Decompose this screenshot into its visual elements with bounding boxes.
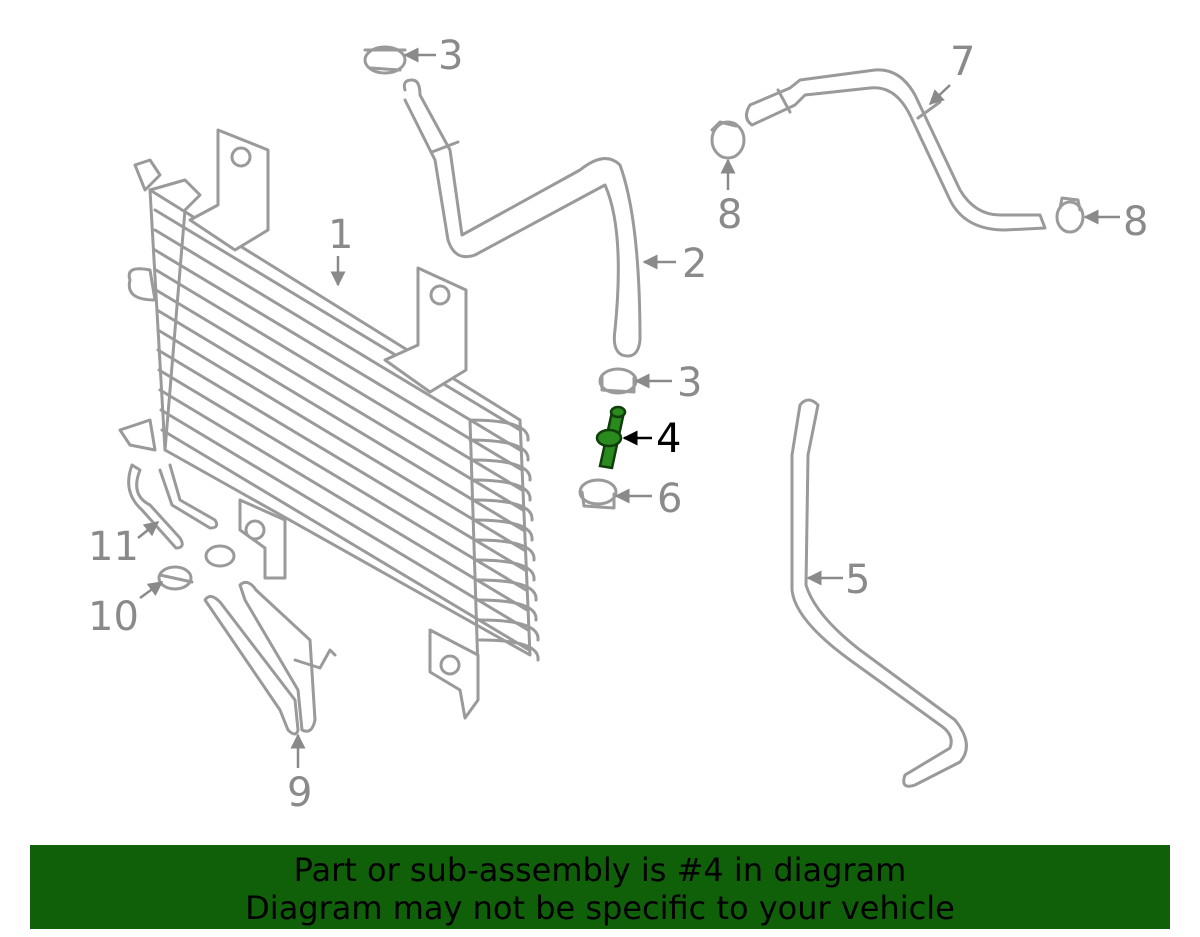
- callout-1: 1: [328, 212, 353, 258]
- connector-part-4: [595, 405, 627, 470]
- hose-part-5: [790, 398, 968, 788]
- callout-3-middle: 3: [677, 360, 702, 406]
- clamp-part-8-right: [1055, 196, 1085, 234]
- callout-labels: 1 2 3 3 4 6 5 7 8 8 9 10 11: [88, 33, 1148, 816]
- callout-8-right: 8: [1123, 199, 1148, 245]
- parts-diagram: 1 2 3 3 4 6 5 7 8 8 9 10 11: [88, 33, 1148, 816]
- callout-9: 9: [287, 770, 312, 816]
- leader-lines: [137, 47, 1120, 768]
- hose-part-9: [203, 580, 317, 736]
- hose-part-2: [402, 78, 642, 358]
- clamp-part-8-left: [710, 120, 746, 160]
- callout-5: 5: [845, 557, 870, 603]
- banner-line-2: Diagram may not be specific to your vehi…: [245, 889, 955, 927]
- callout-2: 2: [682, 241, 707, 287]
- callout-4: 4: [656, 416, 681, 462]
- hose-part-11: [127, 463, 219, 550]
- hose-part-7: [745, 68, 1047, 232]
- callout-8-left: 8: [717, 192, 742, 238]
- banner-line-1: Part or sub-assembly is #4 in diagram: [293, 851, 907, 889]
- clamp-part-3-top: [363, 45, 407, 75]
- oil-cooler-part-1: [118, 128, 540, 720]
- callout-7: 7: [950, 39, 975, 85]
- callout-11: 11: [88, 524, 139, 570]
- callout-6: 6: [657, 476, 682, 522]
- callout-10: 10: [88, 594, 139, 640]
- clamp-part-6: [578, 478, 618, 510]
- clamp-part-3-middle: [598, 367, 638, 395]
- callout-3-top: 3: [438, 33, 463, 79]
- clamp-part-10: [157, 544, 236, 591]
- info-banner: Part or sub-assembly is #4 in diagram Di…: [30, 845, 1170, 929]
